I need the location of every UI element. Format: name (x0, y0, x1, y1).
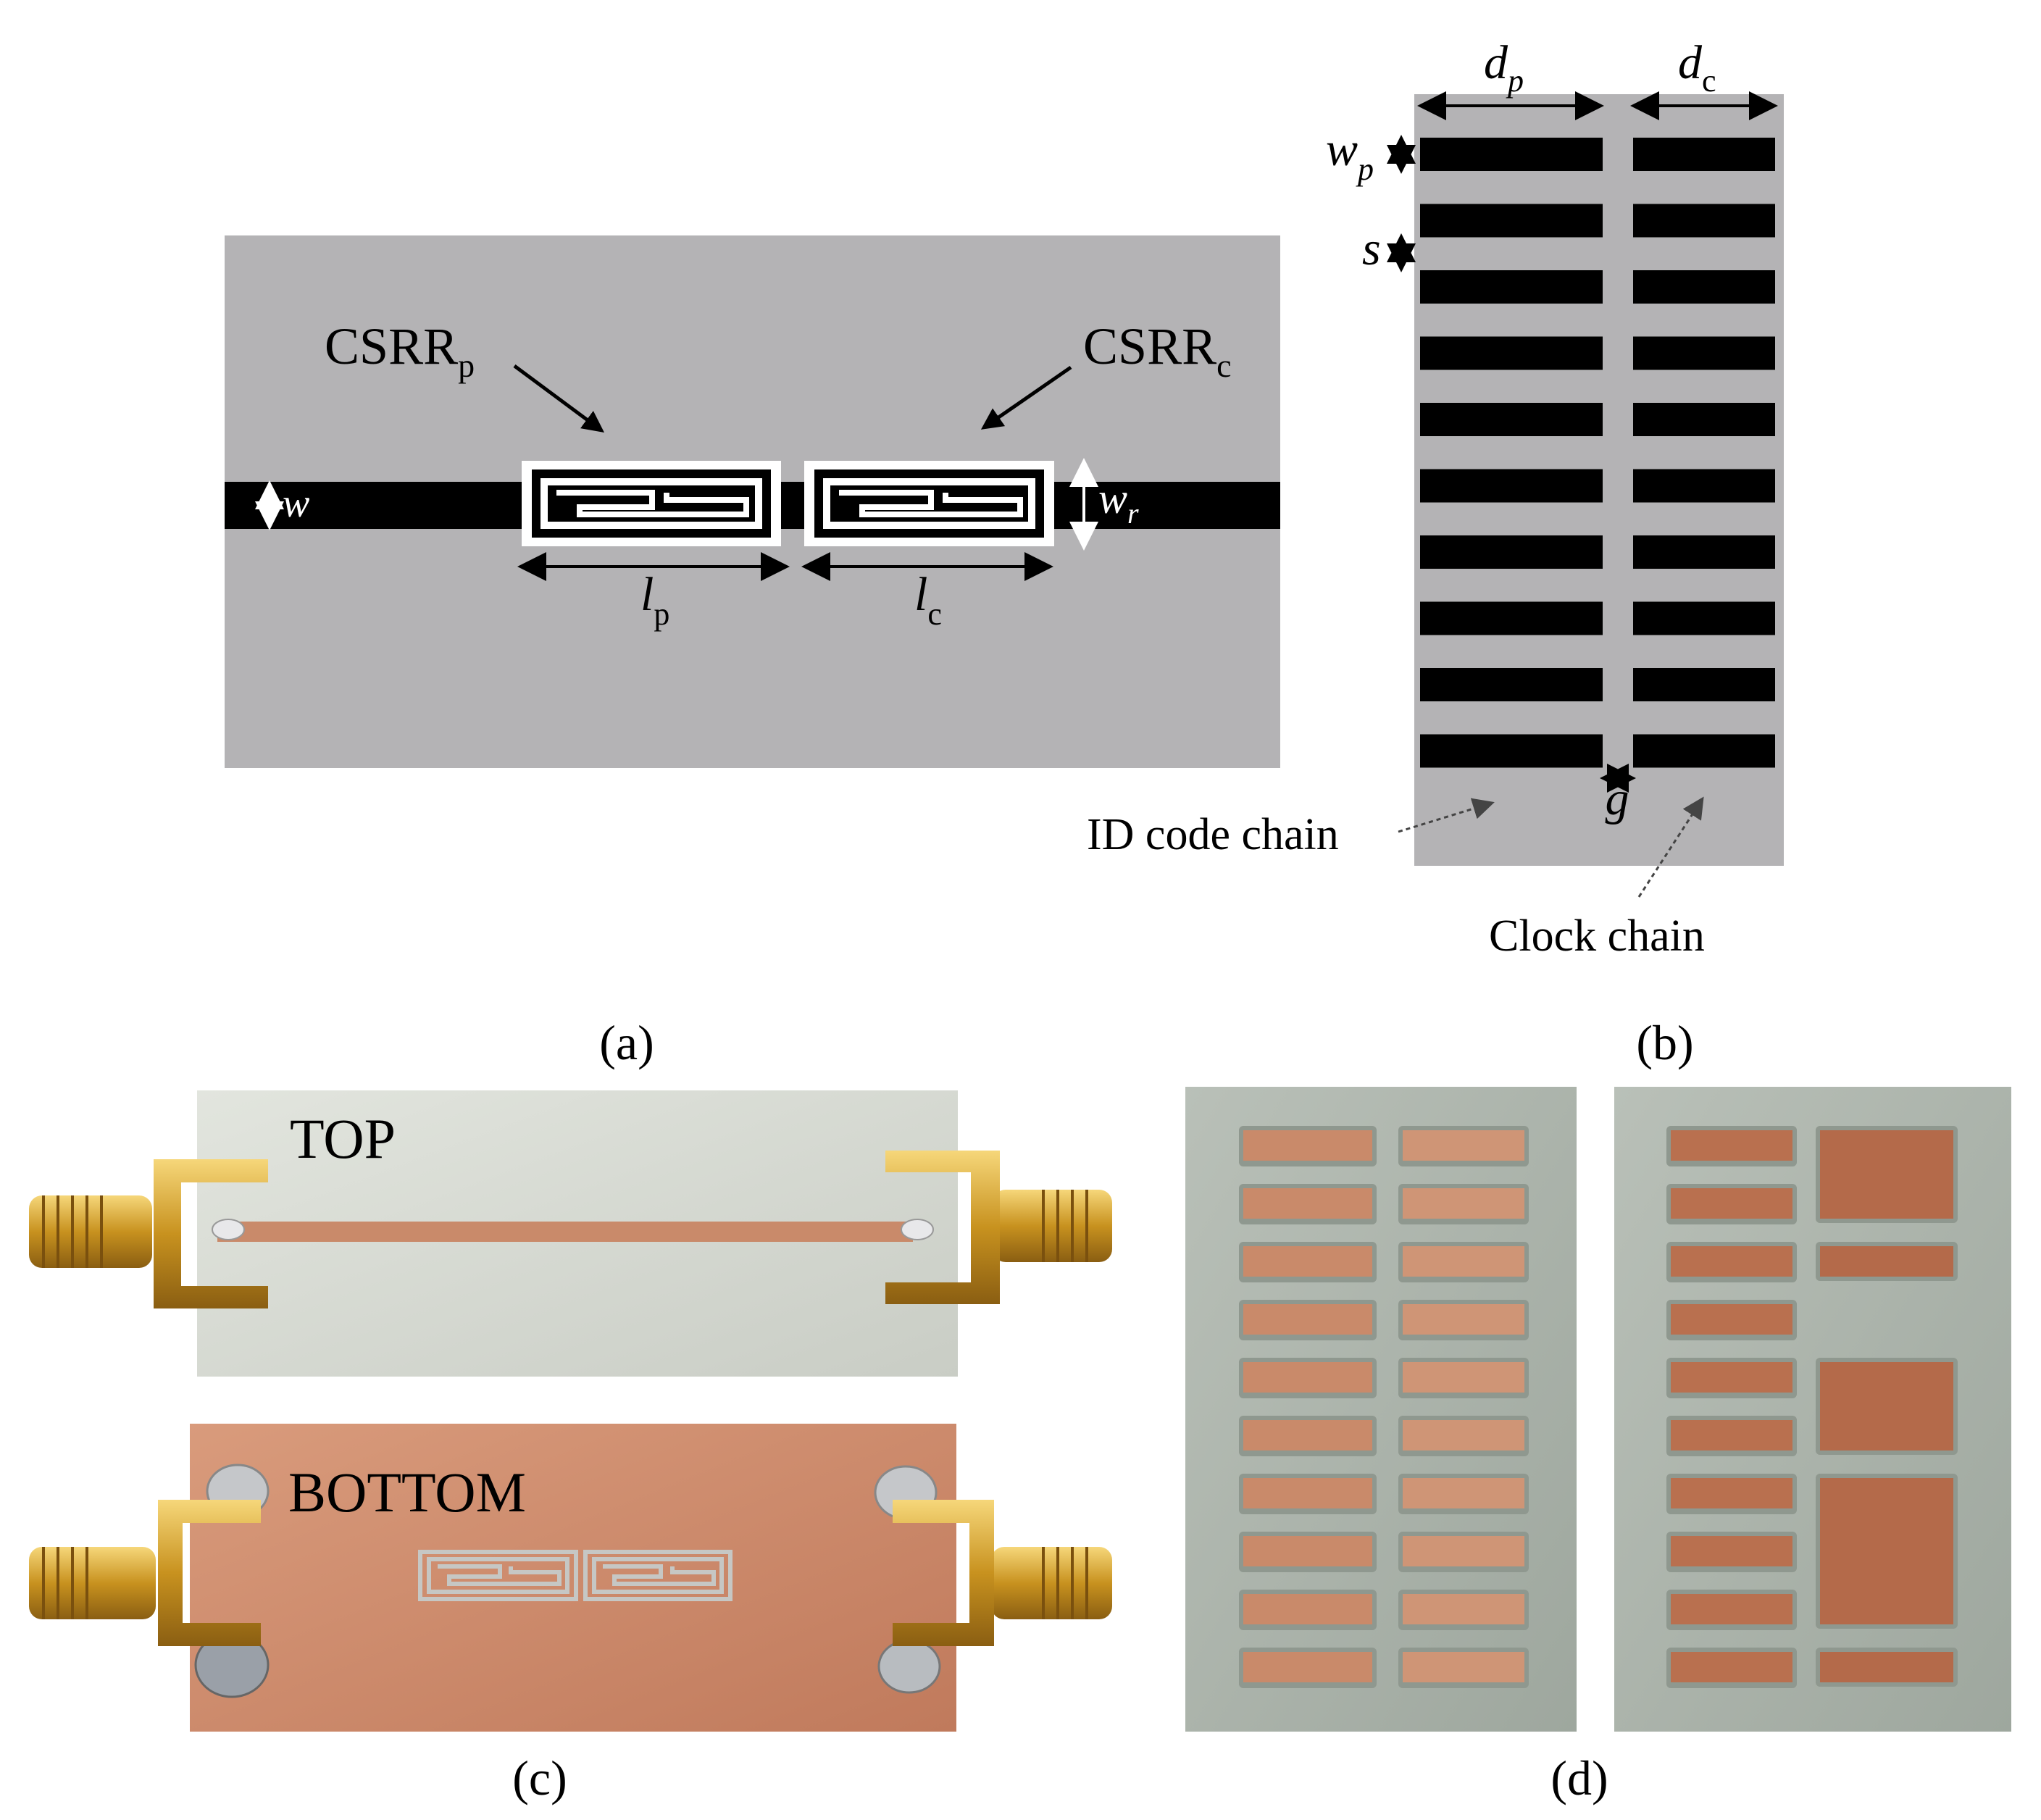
id-code-strip (1671, 1420, 1792, 1450)
id-code-strip (1671, 1478, 1792, 1508)
panel-c: TOP (29, 1090, 1112, 1806)
lp-label: lp (640, 568, 669, 632)
dp-label: dp (1484, 36, 1524, 99)
id-code-strip (1243, 1536, 1372, 1566)
clock-strip (1403, 1188, 1524, 1219)
right-sma-connector-bottom (893, 1500, 1112, 1646)
s-label: s (1362, 222, 1381, 275)
id-code-strip (1671, 1188, 1792, 1219)
id-code-chain-label: ID code chain (1087, 810, 1339, 859)
clock-strip (1403, 1478, 1524, 1508)
clock-strip (1403, 1246, 1524, 1277)
tag-photo-left (1185, 1087, 1577, 1732)
clock-strip (1633, 204, 1775, 238)
right-sma-connector-top (885, 1151, 1112, 1304)
clock-block (1820, 1478, 1953, 1624)
id-code-strip (1671, 1536, 1792, 1566)
clock-chain-pointer (1637, 796, 1704, 898)
id-code-strip (1420, 204, 1603, 238)
id-code-strip (1243, 1130, 1372, 1161)
panel-d-caption: (d) (1550, 1750, 1608, 1806)
id-code-strip (1243, 1652, 1372, 1682)
id-code-strip (1671, 1362, 1792, 1393)
clock-strip (1403, 1652, 1524, 1682)
wp-label: wp (1326, 123, 1374, 187)
id-code-strip (1420, 469, 1603, 503)
left-tag-strips (1239, 1126, 1529, 1688)
clock-block (1820, 1652, 1953, 1682)
id-code-strip (1243, 1246, 1372, 1277)
clock-chain-label: Clock chain (1489, 911, 1705, 961)
top-microstrip (217, 1222, 913, 1242)
panel-c-caption: (c) (512, 1750, 567, 1806)
id-code-strip (1420, 138, 1603, 171)
id-code-strip (1243, 1478, 1372, 1508)
clock-strip (1403, 1594, 1524, 1624)
id-code-strip (1420, 270, 1603, 304)
id-code-strip (1243, 1594, 1372, 1624)
clock-strip (1633, 734, 1775, 768)
id-code-strip (1243, 1188, 1372, 1219)
bottom-label: BOTTOM (288, 1461, 526, 1524)
clock-strip (1403, 1536, 1524, 1566)
csrr-c-label: CSRRc (1083, 317, 1232, 384)
id-code-strip (1243, 1304, 1372, 1335)
clock-strip (1633, 469, 1775, 503)
panel-a-caption: (a) (599, 1015, 654, 1070)
left-sma-connector-bottom (29, 1500, 261, 1646)
id-code-strip (1243, 1420, 1372, 1450)
strip-rows (1420, 138, 1775, 768)
panel-a: CSRRp CSRRc w wr lp lc (a) (225, 235, 1280, 1070)
top-board-photo: TOP (29, 1090, 1112, 1377)
id-code-strip (1420, 668, 1603, 701)
clock-strip (1633, 138, 1775, 171)
clock-strip (1403, 1304, 1524, 1335)
right-tag-strips (1666, 1126, 1958, 1688)
csrr-c-resonator (804, 461, 1054, 546)
id-code-strip (1420, 535, 1603, 569)
id-code-strip (1420, 601, 1603, 635)
id-code-strip (1243, 1362, 1372, 1393)
clock-block (1820, 1130, 1953, 1219)
clock-strip (1403, 1130, 1524, 1161)
clock-strip (1633, 336, 1775, 370)
id-code-strip (1420, 403, 1603, 436)
id-code-strip (1671, 1594, 1792, 1624)
id-code-strip (1671, 1246, 1792, 1277)
w-label: w (283, 481, 309, 526)
clock-strip (1403, 1420, 1524, 1450)
id-chain-pointer (1398, 798, 1495, 833)
lc-label: lc (914, 568, 942, 632)
csrr-p-arrow (513, 364, 605, 433)
panel-d: (d) (1185, 1087, 2011, 1806)
csrr-p-label: CSRRp (325, 317, 475, 384)
left-sma-connector-top (29, 1159, 268, 1308)
id-code-strip (1671, 1130, 1792, 1161)
clock-block (1820, 1246, 1953, 1277)
id-code-strip (1420, 734, 1603, 768)
clock-strip (1633, 601, 1775, 635)
bottom-csrr-etch (418, 1550, 732, 1601)
top-label: TOP (290, 1107, 396, 1170)
clock-strip (1633, 270, 1775, 304)
clock-strip (1633, 535, 1775, 569)
panel-b-caption: (b) (1636, 1015, 1693, 1070)
csrr-p-resonator (522, 461, 781, 546)
wr-label: wr (1098, 475, 1139, 530)
id-code-strip (1671, 1304, 1792, 1335)
clock-strip (1633, 668, 1775, 701)
csrr-c-arrow (980, 365, 1072, 430)
id-code-strip (1420, 336, 1603, 370)
clock-strip (1633, 403, 1775, 436)
dc-label: dc (1678, 36, 1716, 99)
clock-block (1820, 1362, 1953, 1450)
panel-b: dp dc wp s g ID code chain Clock chain (… (1087, 36, 1784, 1070)
id-code-strip (1671, 1652, 1792, 1682)
bottom-board-photo: BOTTOM (29, 1424, 1112, 1732)
g-label: g (1606, 772, 1629, 825)
clock-strip (1403, 1362, 1524, 1393)
